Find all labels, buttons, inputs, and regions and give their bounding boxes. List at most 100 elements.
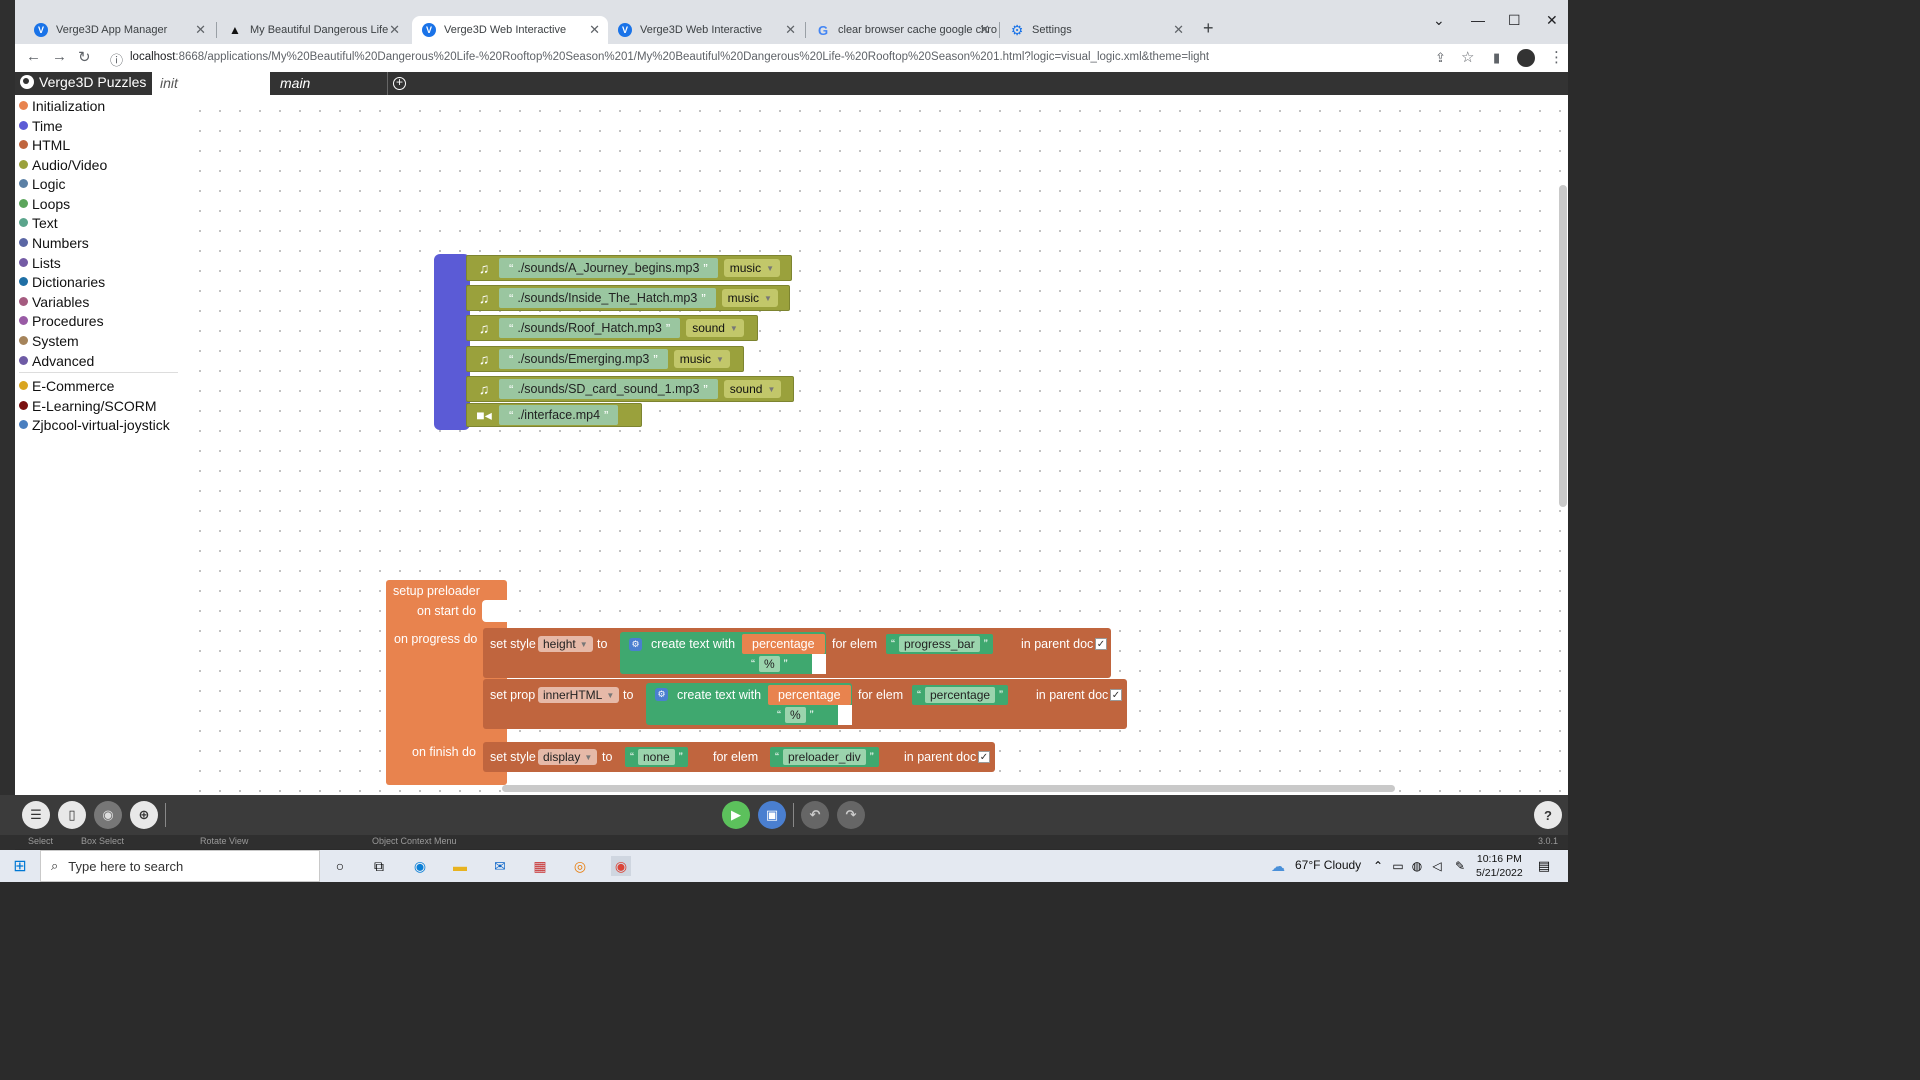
toolbox-category[interactable]: System bbox=[19, 331, 79, 350]
close-window-button[interactable]: ✕ bbox=[1546, 12, 1558, 28]
close-icon[interactable]: ✕ bbox=[389, 22, 400, 37]
sound-file-string[interactable]: “./sounds/SD_card_sound_1.mp3” bbox=[499, 379, 718, 399]
toolbox-category[interactable]: Text bbox=[19, 213, 58, 232]
mutator-gear-icon[interactable]: ⚙ bbox=[629, 638, 642, 651]
tray-device-icon[interactable]: ▭ bbox=[1392, 859, 1404, 873]
empty-slot[interactable] bbox=[812, 654, 826, 674]
percent-string[interactable]: “%” bbox=[772, 706, 819, 724]
edge-icon[interactable]: ◉ bbox=[413, 857, 427, 874]
reload-icon[interactable]: ↻ bbox=[78, 49, 91, 66]
toolbox-category[interactable]: Procedures bbox=[19, 311, 104, 330]
toolbox-category[interactable]: Advanced bbox=[19, 351, 94, 370]
percentage-variable[interactable]: percentage bbox=[742, 634, 825, 654]
browser-tab[interactable]: G clear browser cache google chro ✕ bbox=[806, 16, 998, 44]
close-icon[interactable]: ✕ bbox=[195, 22, 206, 37]
taskbar-clock[interactable]: 10:16 PM 5/21/2022 bbox=[1476, 852, 1523, 880]
style-property-dropdown[interactable]: height▼ bbox=[538, 636, 593, 652]
side-panel-icon[interactable]: ▮ bbox=[1493, 50, 1501, 65]
pen-icon[interactable]: ✎ bbox=[1454, 859, 1466, 873]
vertical-scrollbar[interactable] bbox=[1559, 185, 1567, 507]
browser-tab[interactable]: ▲ My Beautiful Dangerous Life ✕ bbox=[218, 16, 408, 44]
toolbox-category[interactable]: Numbers bbox=[19, 233, 89, 252]
new-tab-button[interactable]: + bbox=[1203, 18, 1214, 38]
taskbar-search-input[interactable]: ⌕ Type here to search bbox=[40, 850, 320, 882]
task-view-icon[interactable]: ⧉ bbox=[374, 857, 384, 874]
undo-button[interactable]: ↶ bbox=[801, 801, 829, 829]
video-file-string[interactable]: “./interface.mp4” bbox=[499, 405, 619, 425]
back-icon[interactable]: ← bbox=[26, 48, 41, 65]
volume-icon[interactable]: ◁ bbox=[1432, 859, 1442, 873]
file-explorer-icon[interactable]: ▬ bbox=[453, 858, 467, 874]
network-icon[interactable]: ◍ bbox=[1411, 859, 1423, 873]
tab-search-icon[interactable]: ⌄ bbox=[1433, 12, 1445, 28]
chrome-icon[interactable]: ◉ bbox=[611, 856, 631, 876]
toolbox-category[interactable]: HTML bbox=[19, 135, 70, 154]
cortana-icon[interactable]: ○ bbox=[335, 858, 345, 874]
toolbox-plugin[interactable]: Zjbcool-virtual-joystick bbox=[19, 415, 170, 434]
elem-id-string[interactable]: “progress_bar” bbox=[886, 634, 993, 654]
close-icon[interactable]: ✕ bbox=[1173, 22, 1184, 37]
screenshot-icon[interactable]: ◉ bbox=[94, 801, 122, 829]
toolbox-category[interactable]: Time bbox=[19, 116, 63, 135]
elem-id-string[interactable]: “preloader_div” bbox=[770, 747, 879, 767]
library-icon[interactable]: ☰ bbox=[22, 801, 50, 829]
close-icon[interactable]: ✕ bbox=[785, 22, 796, 37]
mutator-gear-icon[interactable]: ⚙ bbox=[655, 688, 668, 701]
sound-type-dropdown[interactable]: music▼ bbox=[673, 350, 730, 368]
video-block[interactable]: ■◂ “./interface.mp4” bbox=[466, 403, 642, 427]
browser-tab[interactable]: V Verge3D Web Interactive ✕ bbox=[608, 16, 804, 44]
load-sound-block[interactable]: ♫“./sounds/Inside_The_Hatch.mp3”music▼ bbox=[466, 285, 790, 311]
notifications-icon[interactable]: ▤ bbox=[1537, 858, 1551, 873]
url-field[interactable]: localhost:8668/applications/My%20Beautif… bbox=[130, 51, 1209, 63]
empty-slot[interactable] bbox=[838, 705, 852, 725]
save-button[interactable]: ▣ bbox=[758, 801, 786, 829]
tab-init[interactable]: init bbox=[152, 72, 270, 95]
display-value-string[interactable]: “none” bbox=[625, 747, 688, 767]
maximize-button[interactable]: ☐ bbox=[1508, 12, 1521, 28]
sound-type-dropdown[interactable]: sound▼ bbox=[686, 319, 744, 337]
load-sound-block[interactable]: ♫“./sounds/SD_card_sound_1.mp3”sound▼ bbox=[466, 376, 794, 402]
plugin-icon[interactable]: ▯ bbox=[58, 801, 86, 829]
sound-file-string[interactable]: “./sounds/Roof_Hatch.mp3” bbox=[499, 318, 681, 338]
toolbox-plugin[interactable]: E-Commerce bbox=[19, 376, 114, 395]
browser-tab[interactable]: V Verge3D App Manager ✕ bbox=[24, 16, 214, 44]
load-sound-block[interactable]: ♫“./sounds/Roof_Hatch.mp3”sound▼ bbox=[466, 315, 758, 341]
windows-start-icon[interactable]: ⊞ bbox=[13, 858, 27, 875]
tray-chevron-icon[interactable]: ⌃ bbox=[1372, 859, 1384, 873]
forward-icon[interactable]: → bbox=[52, 48, 67, 65]
browser-tab[interactable]: ⚙ Settings ✕ bbox=[1000, 16, 1192, 44]
toolbox-category[interactable]: Audio/Video bbox=[19, 155, 107, 174]
share-icon[interactable]: ⇪ bbox=[1435, 50, 1446, 65]
sound-file-string[interactable]: “./sounds/A_Journey_begins.mp3” bbox=[499, 258, 718, 278]
info-icon[interactable]: ⓘ bbox=[110, 53, 124, 68]
percentage-variable[interactable]: percentage bbox=[768, 685, 851, 705]
minimize-button[interactable]: — bbox=[1471, 12, 1485, 28]
toolbox-category[interactable]: Logic bbox=[19, 174, 65, 193]
media-load-block[interactable] bbox=[434, 254, 470, 430]
blender-icon[interactable]: ◎ bbox=[573, 857, 587, 874]
add-tab-icon[interactable]: + bbox=[393, 76, 406, 90]
toolbox-plugin[interactable]: E-Learning/SCORM bbox=[19, 396, 157, 415]
close-icon[interactable]: ✕ bbox=[979, 22, 990, 37]
sound-type-dropdown[interactable]: sound▼ bbox=[723, 380, 782, 398]
elem-id-string[interactable]: “percentage” bbox=[912, 685, 1009, 705]
app-grid-icon[interactable]: ▦ bbox=[533, 857, 547, 874]
puzzle-workspace[interactable] bbox=[182, 95, 1568, 795]
percent-string[interactable]: “%” bbox=[746, 655, 793, 673]
sound-file-string[interactable]: “./sounds/Emerging.mp3” bbox=[499, 349, 668, 369]
sound-type-dropdown[interactable]: music▼ bbox=[721, 289, 778, 307]
tab-main[interactable]: main bbox=[272, 72, 388, 95]
sound-file-string[interactable]: “./sounds/Inside_The_Hatch.mp3” bbox=[499, 288, 716, 308]
mail-icon[interactable]: ✉ bbox=[494, 857, 506, 874]
browser-menu-icon[interactable]: ⋮ bbox=[1549, 49, 1564, 66]
bookmark-star-icon[interactable]: ☆ bbox=[1461, 49, 1475, 66]
toolbox-category[interactable]: Variables bbox=[19, 292, 89, 311]
load-sound-block[interactable]: ♫“./sounds/Emerging.mp3”music▼ bbox=[466, 346, 744, 372]
run-button[interactable]: ▶ bbox=[722, 801, 750, 829]
browser-tab-active[interactable]: V Verge3D Web Interactive ✕ bbox=[412, 16, 608, 44]
horizontal-scrollbar[interactable] bbox=[502, 785, 1395, 792]
toolbox-category[interactable]: Initialization bbox=[19, 96, 105, 115]
help-button[interactable]: ? bbox=[1534, 801, 1562, 829]
style-property-dropdown[interactable]: display▼ bbox=[538, 749, 598, 765]
in-parent-doc-checkbox[interactable]: ✓ bbox=[1095, 638, 1107, 650]
